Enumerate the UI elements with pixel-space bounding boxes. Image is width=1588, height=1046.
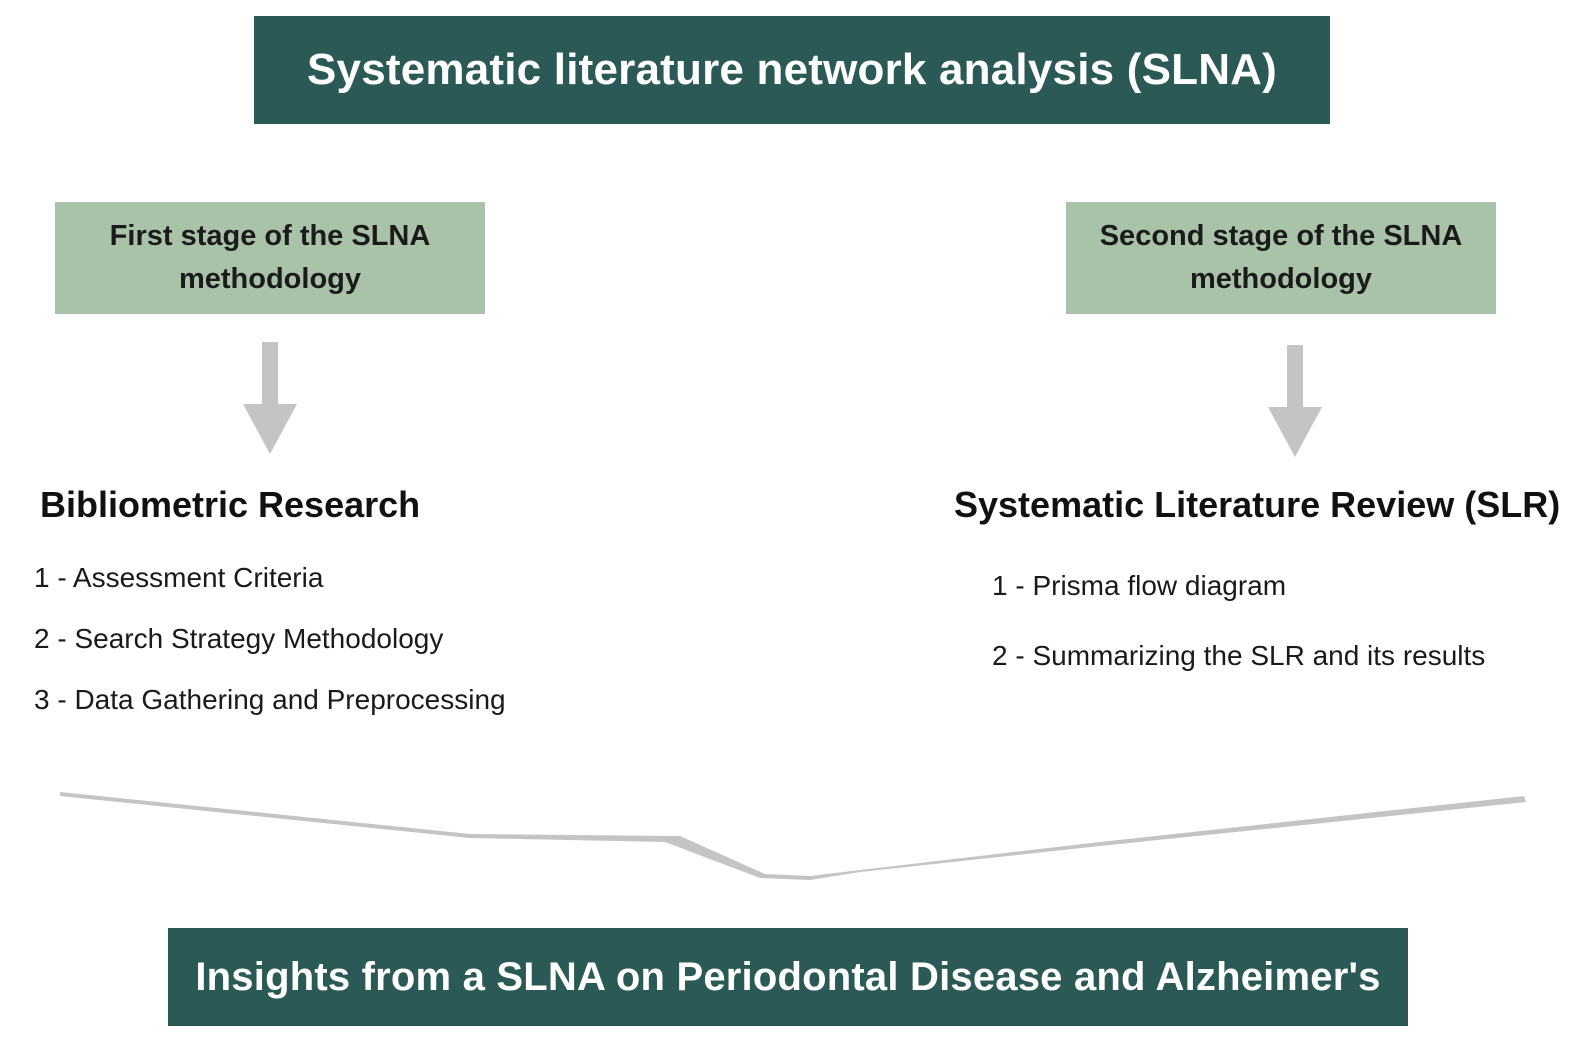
list-item: 1 - Prisma flow diagram: [992, 570, 1287, 601]
first-stage-label: First stage of the SLNA methodology: [109, 220, 431, 295]
main-title-banner: Systematic literature network analysis (…: [254, 16, 1330, 124]
conclusion-text: Insights from a SLNA on Periodontal Dise…: [195, 954, 1381, 999]
main-title: Systematic literature network analysis (…: [307, 45, 1277, 94]
second-stage-label: Second stage of the SLNA methodology: [1099, 220, 1463, 295]
conclusion-banner: Insights from a SLNA on Periodontal Dise…: [168, 928, 1408, 1026]
list-item: 2 - Summarizing the SLR and its results: [992, 640, 1486, 671]
second-stage-box: Second stage of the SLNA methodology: [1066, 202, 1496, 314]
converging-funnel-shape: [60, 792, 1526, 880]
slr-heading: Systematic Literature Review (SLR): [954, 484, 1561, 525]
list-item: 3 - Data Gathering and Preprocessing: [34, 684, 506, 715]
down-arrow-icon: [1268, 345, 1322, 457]
list-item: 1 - Assessment Criteria: [34, 562, 324, 593]
list-item: 2 - Search Strategy Methodology: [34, 623, 444, 654]
down-arrow-icon: [243, 342, 297, 454]
first-stage-box: First stage of the SLNA methodology: [55, 202, 485, 314]
bibliometric-research-heading: Bibliometric Research: [40, 484, 421, 525]
slr-steps-list: 1 - Prisma flow diagram 2 - Summarizing …: [992, 570, 1485, 710]
bibliometric-steps-list: 1 - Assessment Criteria 2 - Search Strat…: [34, 562, 506, 745]
